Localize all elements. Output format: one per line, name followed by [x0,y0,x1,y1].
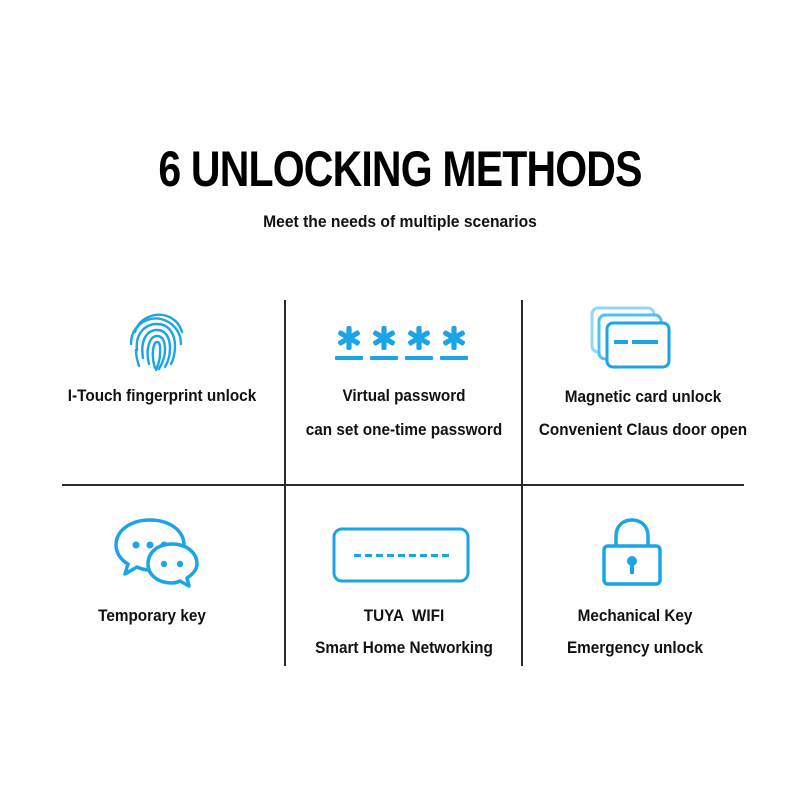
chat-bubbles-icon [114,518,199,588]
page-subtitle: Meet the needs of multiple scenarios [263,212,537,231]
method-sublabel: Smart Home Networking [315,638,493,657]
method-label: I-Touch fingerprint unlock [67,386,257,405]
method-sublabel: Emergency unlock [566,638,704,657]
page-title: 6 UNLOCKING METHODS [158,141,642,197]
method-label: Mechanical Key [577,606,693,625]
method-label: TUYA WIFI [363,606,445,625]
wifi-panel-icon [332,527,470,583]
method-sublabel: can set one-time password [305,420,503,439]
divider-vertical-left [284,300,286,666]
divider-vertical-right [521,300,523,666]
padlock-icon [602,518,662,586]
method-label: Magnetic card unlock [564,387,722,406]
method-label: Virtual password [342,386,466,405]
method-sublabel: Convenient Claus door open [538,420,748,439]
fingerprint-icon [129,313,184,372]
password-asterisks-icon [335,326,468,360]
method-label: Temporary key [98,606,206,625]
cards-icon [590,306,671,369]
divider-horizontal [62,484,744,486]
